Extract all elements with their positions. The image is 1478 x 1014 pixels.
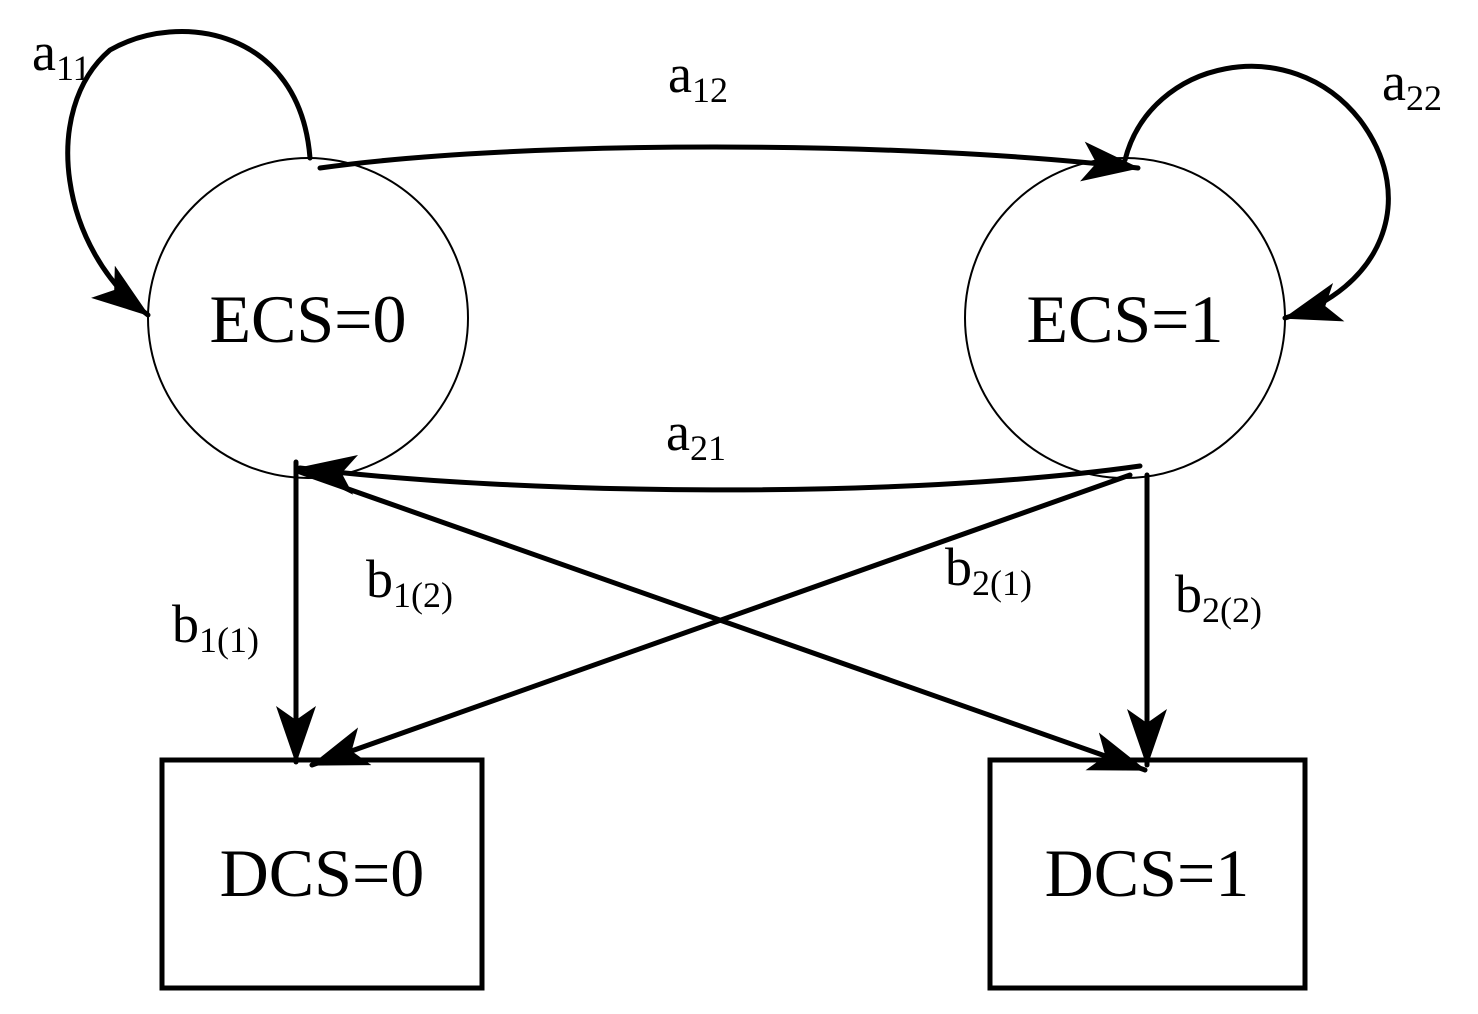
edge-a12 [317, 141, 1141, 182]
edge-a21 [297, 454, 1143, 495]
edge-a11 [65, 29, 313, 318]
label-a11: a11 [32, 22, 91, 88]
node-dcs0-label: DCS=0 [220, 835, 425, 911]
node-ecs1: ECS=1 [964, 157, 1286, 479]
label-b22: b2(2) [1175, 564, 1262, 630]
edge-b21 [309, 472, 1133, 768]
node-ecs1-label: ECS=1 [1026, 281, 1223, 357]
node-dcs1: DCS=1 [987, 757, 1308, 991]
label-b12: b1(2) [366, 549, 453, 615]
edge-a22 [1122, 63, 1391, 322]
node-dcs0: DCS=0 [159, 757, 485, 991]
label-b21: b2(1) [945, 537, 1032, 603]
node-dcs1-label: DCS=1 [1045, 835, 1250, 911]
label-b11: b1(1) [172, 594, 259, 660]
label-a21: a21 [666, 402, 726, 468]
label-a22: a22 [1382, 52, 1442, 118]
node-ecs0: ECS=0 [147, 157, 469, 479]
node-ecs0-label: ECS=0 [209, 281, 406, 357]
label-a12: a12 [668, 44, 728, 110]
